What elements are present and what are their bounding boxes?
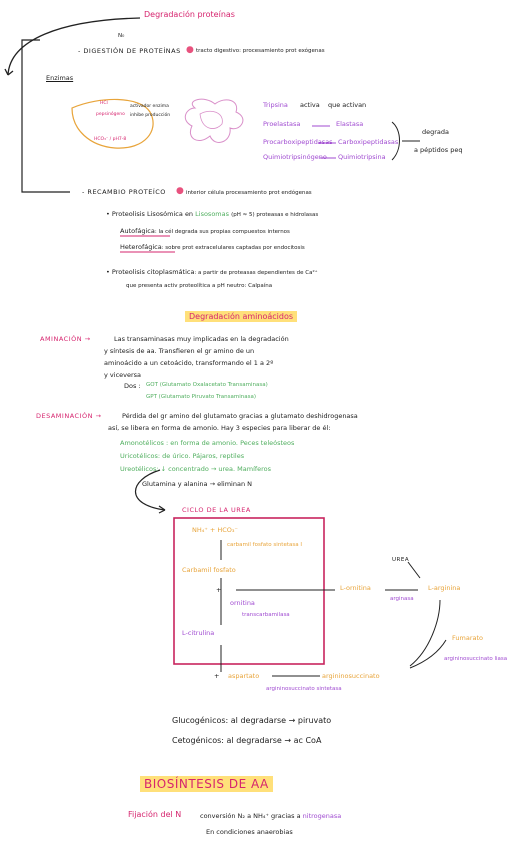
stomach-note: activador enzima	[130, 104, 169, 109]
enzyme-asl: argininosuccinato liasa	[444, 656, 508, 662]
enzyme-name: Proelastasa	[263, 120, 301, 128]
aminacion-line: Las transaminasas muy implicadas en la d…	[114, 335, 289, 343]
fumarato-label: Fumarato	[452, 634, 483, 642]
ornitina-label: ornitina	[230, 599, 255, 607]
fijacion-label: Fijación del N	[128, 810, 182, 819]
aa-section-heading: Degradación aminoácidos	[185, 311, 298, 322]
cyto-line-1: • Proteolisis citoplasmática: a partir d…	[106, 268, 318, 276]
desaminacion-line: Pérdida del gr amino del glutamato graci…	[122, 412, 358, 420]
autofagica-line: Autofágica: la cél degrada sus propias c…	[120, 227, 290, 235]
aminacion-line: y viceversa	[104, 371, 142, 379]
heterofagica-line: Heterofágica: sobre prot extracelulares …	[120, 243, 305, 251]
fijacion-desc: conversión N₂ a NH₄⁺ gracias a nitrogena…	[200, 812, 342, 820]
enzyme-transcarbamilasa: transcarbamilasa	[242, 612, 290, 618]
species-line: Amonotélicos : en forma de amonio. Peces…	[120, 439, 295, 447]
fijacion-condition: En condiciones anaerobias	[206, 828, 293, 836]
result-line: degrada	[422, 128, 450, 136]
arginasa-label: arginasa	[390, 596, 414, 602]
cetogenicos-line: Cetogénicos: al degradarse → ac CoA	[172, 736, 322, 745]
citrulina-label: L-citrulina	[182, 629, 215, 637]
plus-sign: +	[216, 586, 222, 594]
page-title: Degradación proteínas	[144, 10, 235, 19]
n-label: N₀	[118, 33, 125, 39]
urea-cycle-heading: CICLO DE LA UREA	[182, 506, 251, 514]
enzyme-target: Carboxipeptidasas	[338, 138, 399, 146]
plus-sign: +	[214, 672, 220, 680]
dos-label: Dos :	[124, 382, 141, 390]
glucogenicos-line: Glucogénicos: al degradarse → piruvato	[172, 716, 332, 725]
enzyme-ass: argininosuccinato sintetasa	[266, 686, 342, 692]
stomach-note: inhibe producción	[130, 113, 171, 118]
stomach-note: HCl	[100, 101, 108, 106]
lysosomal-line: • Proteolisis Lisosómica en Lisosomas (p…	[106, 210, 319, 218]
desaminacion-line: así, se libera en forma de amonio. Hay 3…	[108, 424, 331, 432]
location-pin-icon: ●	[186, 45, 194, 55]
location-pin-icon: ●	[176, 186, 184, 196]
aminacion-line: aminoácido a un cetoácido, transformando…	[104, 359, 274, 367]
l-ornitina-label: L-ornitina	[340, 584, 371, 592]
biosintesis-heading: BIOSÍNTESIS DE AA	[140, 776, 273, 792]
enzyme-arrow-label: activa	[300, 101, 320, 109]
enzyme-name: Tripsina	[263, 101, 288, 109]
aspartato-label: aspartato	[228, 672, 260, 680]
argininosuccinato-label: argininosuccinato	[322, 672, 380, 680]
got-line: GOT (Glutamato Oxalacetato Transaminasa)	[146, 382, 268, 388]
enzyme-name: Procarboxipeptidasas	[263, 138, 333, 146]
aminacion-label: AMINACIÓN →	[40, 335, 91, 343]
enzyme-target: que activan	[328, 101, 367, 109]
stomach-note: HCO₃⁻ / pH7-8	[94, 137, 127, 142]
enzymes-label: Enzimas	[46, 74, 74, 82]
desaminacion-label: DESAMINACIÓN →	[36, 412, 102, 420]
l-arginina-label: L-arginina	[428, 584, 461, 592]
species-line: Uricotélicos: de úrico. Pájaros, reptile…	[120, 452, 245, 460]
aminacion-line: y síntesis de aa. Transfieren el gr amin…	[104, 347, 255, 355]
urea-label: UREA	[392, 557, 410, 563]
recambio-desc: interior célula procesamiento prot endóg…	[186, 190, 312, 196]
gpt-line: GPT (Glutamato Piruvato Transaminasa)	[146, 394, 257, 400]
result-line: a péptidos peq	[414, 146, 463, 154]
enzyme-name: Quimiotripsinógeno	[263, 153, 327, 161]
digestion-desc: tracto digestivo: procesamiento prot exó…	[196, 48, 325, 54]
glutamina-line: Glutamina y alanina → eliminan N	[142, 480, 252, 488]
enzyme-target: Quimiotripsina	[338, 153, 386, 161]
nh4-hco3: NH₄⁺ + HCO₃⁻	[192, 526, 238, 534]
carbamil-fosfato: Carbamil fosfato	[182, 566, 236, 574]
species-line: Ureotélicos: ↓ concentrado → urea. Mamíf…	[120, 465, 272, 473]
enzyme-target: Elastasa	[336, 120, 364, 128]
recambio-heading: - RECAMBIO PROTEÍCO	[82, 188, 166, 196]
stomach-note: pepsinógeno	[96, 112, 125, 117]
digestion-heading: - DIGESTIÓN DE PROTEÍNAS	[78, 47, 181, 55]
enzyme-cps: carbamil fosfato sintetasa I	[227, 542, 302, 548]
cyto-line-2: que presenta activ proteolítica a pH neu…	[126, 283, 273, 289]
